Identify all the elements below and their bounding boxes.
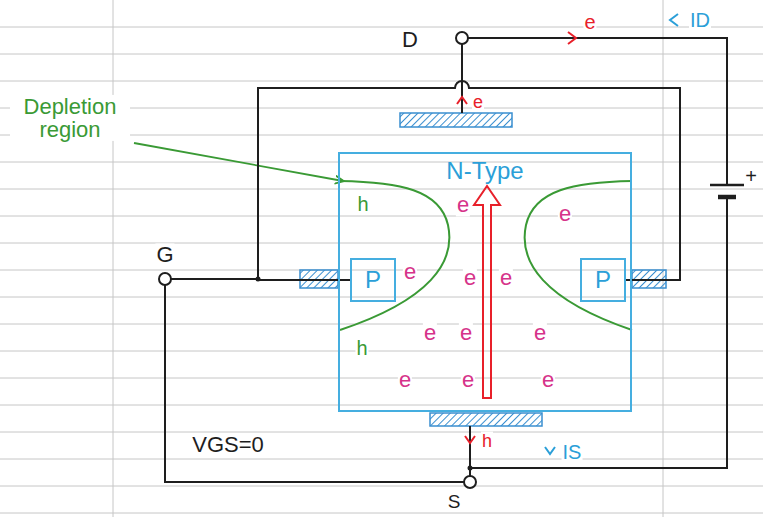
ruled-line: [0, 513, 763, 514]
gate-source-wire: [165, 285, 464, 482]
terminal-circle: [464, 476, 476, 488]
gate-wire: [171, 278, 258, 280]
electron-label: e: [423, 321, 437, 344]
electron-flow-label: e: [472, 93, 484, 112]
electron-label: e: [463, 266, 477, 289]
p-region: P: [350, 258, 396, 302]
flow-arrow: [474, 186, 500, 398]
gate-wire: [258, 81, 680, 280]
terminal-circle: [456, 32, 468, 44]
electron-label: e: [461, 368, 475, 391]
voltage-label: VGS=0: [191, 433, 265, 456]
drain-lead: [461, 44, 463, 113]
source-contact: [430, 413, 542, 426]
terminal-label: D: [401, 28, 419, 51]
margin-line: [663, 0, 664, 517]
margin-line: [113, 0, 114, 517]
ruled-line: [0, 81, 763, 82]
ruled-line: [0, 27, 763, 28]
region-label: N-Type: [340, 154, 630, 184]
electron-label: e: [541, 368, 555, 391]
ruled-line: [0, 189, 763, 190]
electron-flow-label: e: [583, 12, 596, 33]
depletion-boundary: [525, 181, 632, 330]
terminal-label: G: [155, 243, 174, 266]
hole-label: h: [355, 338, 368, 359]
ruled-line: [0, 243, 763, 244]
n-type-region: P P N-Type: [338, 152, 632, 412]
region-label: P: [595, 267, 611, 293]
electron-label: e: [558, 202, 572, 225]
electron-label: e: [459, 321, 473, 344]
battery-plate: [710, 184, 744, 187]
current-label: ID: [689, 10, 711, 31]
ruled-line: [0, 54, 763, 55]
depletion-boundary: [340, 181, 449, 330]
ruled-line: [0, 216, 763, 217]
battery-plate: [718, 195, 736, 200]
ruled-line: [0, 297, 763, 298]
ruled-line: [0, 459, 763, 460]
terminal-label: S: [447, 492, 462, 512]
current-label: IS: [562, 442, 583, 463]
hole-label: h: [481, 432, 493, 451]
electron-label: e: [533, 321, 547, 344]
direction-mark: [670, 14, 678, 26]
ruled-line: [0, 324, 763, 325]
hole-label: h: [356, 194, 369, 215]
callout-label: Depletion region: [10, 95, 130, 141]
drain-contact: [400, 113, 512, 127]
ruled-line: [0, 486, 763, 487]
leader-line: [134, 143, 343, 181]
junction-dot: [468, 466, 473, 471]
circuit-wires: [165, 38, 727, 482]
direction-mark: [568, 32, 576, 44]
electron-label: e: [499, 266, 513, 289]
direction-mark: [457, 97, 467, 104]
ruled-line: [0, 162, 763, 163]
electron-label: e: [398, 368, 412, 391]
electron-label: e: [403, 260, 417, 283]
ruled-line: [0, 405, 763, 406]
direction-mark: [465, 436, 475, 443]
ruled-line: [0, 351, 763, 352]
electron-label: e: [456, 193, 470, 216]
ruled-line: [0, 378, 763, 379]
polarity-sign: +: [744, 166, 758, 187]
ruled-line: [0, 432, 763, 433]
return-wire: [470, 197, 727, 468]
region-label: P: [365, 267, 381, 293]
p-region: P: [580, 258, 626, 302]
direction-mark: [545, 447, 555, 454]
terminal-circle: [159, 273, 171, 285]
